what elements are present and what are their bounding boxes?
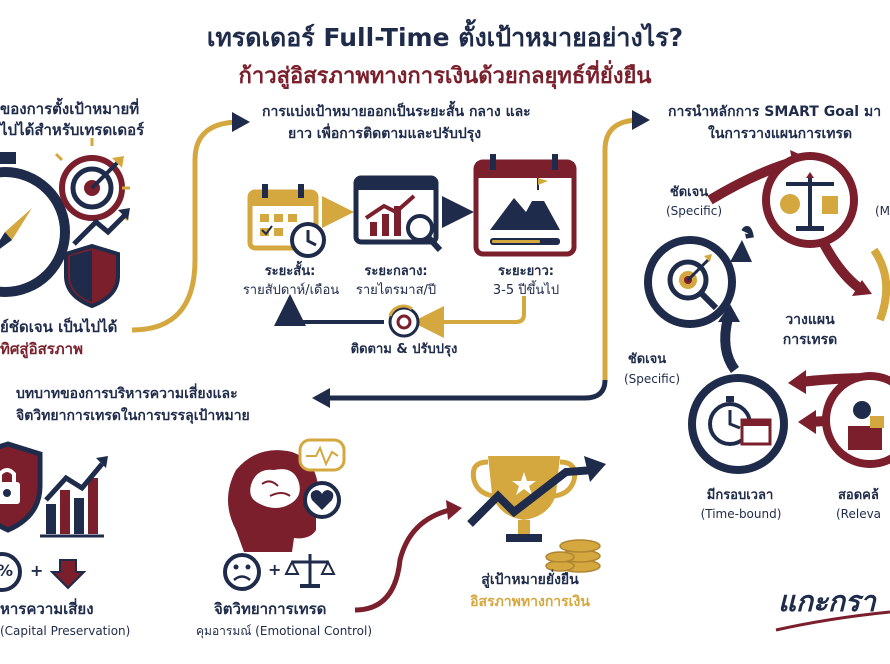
flow-connector-1 bbox=[131, 112, 250, 333]
section2-heading-line2: ยาว เพื่อการติดตามและปรับปรุง bbox=[288, 126, 482, 142]
scales-icon bbox=[284, 554, 336, 588]
goal-title: สู่เป้าหมายยั่งยืน bbox=[481, 572, 579, 588]
percent-symbol: % bbox=[0, 561, 13, 581]
target-icon bbox=[54, 138, 130, 222]
psych-sub: คุมอารมณ์ (Emotional Control) bbox=[196, 624, 373, 638]
long-term-title: ระยะยาว: bbox=[498, 264, 554, 279]
shield-icon bbox=[64, 208, 130, 309]
brand-logo-text: แกะกรา bbox=[778, 585, 876, 618]
flow-connector-3 bbox=[354, 500, 462, 613]
smart-timebound-th: มีกรอบเวลา bbox=[706, 488, 774, 503]
heart-icon bbox=[303, 481, 341, 519]
percent-circle-icon bbox=[0, 552, 22, 592]
gear-cycle-icon bbox=[388, 304, 420, 338]
trophy-icon bbox=[470, 456, 578, 542]
smart-specific-2-en: (Specific) bbox=[623, 372, 681, 386]
mountain-flag-icon bbox=[473, 154, 577, 257]
logo-underline bbox=[775, 610, 890, 632]
section3-heading-line1: การนำหลักการ SMART Goal มา bbox=[668, 104, 882, 120]
magnifier-target-icon bbox=[644, 236, 736, 328]
goal-subtitle: อิสรภาพทางการเงิน bbox=[470, 594, 590, 610]
down-arrow-icon bbox=[49, 559, 87, 590]
smart-specific-2-th: ชัดเจน bbox=[627, 352, 667, 367]
growth-arrow-icon bbox=[467, 456, 606, 527]
clock-icon bbox=[290, 222, 326, 258]
section1-heading-line2: ไปได้สำหรับเทรดเดอร์ bbox=[0, 121, 145, 139]
short-term-sub: รายสัปดาห์/เดือน bbox=[242, 283, 340, 298]
stopwatch-icon bbox=[0, 152, 70, 297]
smart-center-line2: การเทรด bbox=[782, 332, 838, 348]
section1-caption-line1: ย์ชัดเจน เป็นไปได้ bbox=[0, 318, 118, 336]
page-subtitle: ก้าวสู่อิสรภาพทางการเงินด้วยกลยุทธ์ที่ยั… bbox=[238, 64, 652, 89]
smart-center-line1: วางแผน bbox=[785, 312, 835, 328]
flow-connector-2 bbox=[312, 110, 650, 408]
mid-term-sub: รายไตรมาส/ปี bbox=[355, 283, 437, 298]
bar-chart-icon bbox=[40, 456, 108, 538]
brain-head-icon bbox=[228, 450, 326, 552]
smart-relevant-en: (Releva bbox=[836, 507, 882, 521]
risk-title: หารความเสี่ยง bbox=[0, 600, 94, 618]
feedback-loop-label: ติดตาม & ปรับปรุง bbox=[350, 342, 458, 357]
puzzle-gear-icon bbox=[822, 372, 890, 468]
psych-title: จิตวิทยาการเทรด bbox=[214, 600, 327, 618]
stopwatch-calendar-icon bbox=[688, 374, 788, 474]
coins-icon bbox=[545, 539, 601, 573]
smart-measurable-partial: (M bbox=[875, 204, 890, 218]
plus-symbol-1: + bbox=[30, 561, 44, 580]
plus-symbol-2: + bbox=[268, 560, 282, 579]
short-term-title: ระยะสั้น: bbox=[264, 264, 316, 279]
section4-heading-line1: บทบาทของการบริหารความเสี่ยงและ bbox=[16, 386, 238, 402]
smart-specific-1-en: (Specific) bbox=[665, 204, 723, 218]
smart-specific-1-th: ชัดเจน bbox=[669, 185, 709, 200]
feedback-loop-arrows bbox=[274, 294, 526, 338]
section2-heading-line1: การแบ่งเป้าหมายออกเป็นระยะสั้น กลาง และ bbox=[262, 104, 531, 120]
sad-face-icon bbox=[223, 553, 261, 591]
section3-heading-line2: ในการวางแผนการเทรด bbox=[708, 126, 853, 142]
mid-term-title: ระยะกลาง: bbox=[364, 264, 428, 279]
page-title: เทรดเดอร์ Full-Time ตั้งเป้าหมายอย่างไร? bbox=[206, 23, 684, 52]
chart-magnifier-icon bbox=[353, 175, 443, 253]
heartbeat-bubble-icon bbox=[298, 438, 346, 472]
smart-timebound-en: (Time-bound) bbox=[700, 507, 782, 521]
section1-heading-line1: ของการตั้งเป้าหมายที่ bbox=[0, 100, 140, 118]
lock-shield-icon bbox=[0, 441, 43, 533]
scales-dollar-icon bbox=[762, 152, 858, 248]
section4-heading-line2: จิตวิทยาการเทรดในการบรรลุเป้าหมาย bbox=[16, 408, 250, 424]
risk-sub: (Capital Preservation) bbox=[0, 624, 131, 638]
long-term-sub: 3-5 ปีขึ้นไป bbox=[492, 283, 560, 298]
section1-caption-line2: ทิศสู่อิสรภาพ bbox=[0, 340, 83, 358]
smart-relevant-th: สอดคล้ bbox=[838, 488, 879, 503]
